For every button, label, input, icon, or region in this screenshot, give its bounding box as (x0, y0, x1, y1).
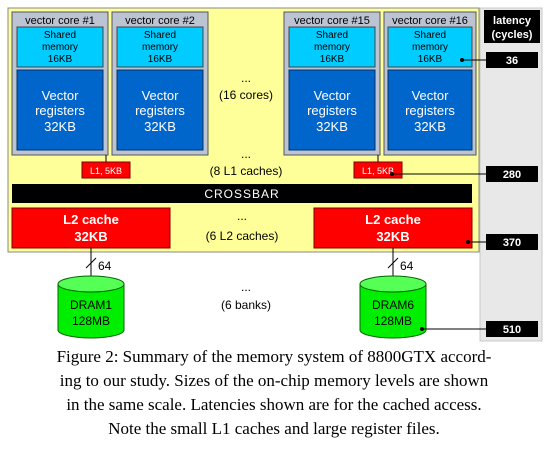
svg-text:32KB: 32KB (376, 229, 409, 244)
svg-text:32KB: 32KB (414, 119, 446, 134)
svg-text:registers: registers (135, 103, 185, 118)
latency-l2: 370 (486, 234, 538, 250)
svg-text:510: 510 (503, 324, 521, 336)
cores-count-note: (16 cores) (219, 88, 273, 102)
shared-memory (116, 26, 204, 68)
svg-text:registers: registers (405, 103, 455, 118)
caption-line: Note the small L1 caches and large regis… (108, 419, 440, 438)
l2-ellipsis: ... (237, 209, 247, 223)
cores-ellipsis: ... (241, 71, 251, 85)
svg-text:128MB: 128MB (72, 314, 110, 328)
svg-text:memory: memory (42, 42, 78, 53)
svg-text:registers: registers (307, 103, 357, 118)
svg-text:36: 36 (506, 55, 518, 67)
svg-text:370: 370 (503, 237, 521, 249)
core-title: vector core #15 (294, 15, 370, 27)
shared-memory (288, 26, 376, 68)
svg-text:Vector: Vector (42, 88, 80, 103)
crossbar-label: CROSSBAR (204, 187, 279, 201)
l2-cache-left: L2 cache 32KB (11, 207, 171, 249)
svg-text:16KB: 16KB (320, 54, 345, 65)
bus-right-slash (387, 257, 399, 269)
svg-text:32KB: 32KB (316, 119, 348, 134)
svg-text:DRAM6: DRAM6 (372, 298, 414, 312)
l2-cache-right: L2 cache 32KB (313, 207, 473, 249)
svg-text:L1, 5KB: L1, 5KB (362, 166, 394, 176)
svg-text:Vector: Vector (314, 88, 352, 103)
svg-text:Shared: Shared (44, 30, 76, 41)
core-title: vector core #1 (25, 15, 95, 27)
caption-line: Figure 2: Summary of the memory system o… (56, 347, 492, 366)
latency-dot-shared (460, 58, 464, 62)
vector-registers (288, 69, 376, 151)
dram-bank-1: DRAM1 128MB (57, 275, 125, 339)
bus-left-slash (85, 257, 97, 269)
dram-ellipsis: ... (241, 280, 251, 294)
shared-memory (16, 26, 104, 68)
svg-text:16KB: 16KB (418, 54, 443, 65)
svg-text:registers: registers (35, 103, 85, 118)
svg-text:16KB: 16KB (148, 54, 173, 65)
dram-bank-6: DRAM6 128MB (359, 275, 427, 339)
svg-text:L2 cache: L2 cache (63, 212, 119, 227)
vector-core-1: vector core #1 Shared memory 16KB Vector… (11, 11, 109, 156)
svg-text:memory: memory (314, 42, 350, 53)
latency-header (484, 10, 540, 43)
svg-text:Vector: Vector (142, 88, 180, 103)
caption-line: ing to our study. Sizes of the on-chip m… (59, 371, 489, 390)
svg-text:128MB: 128MB (374, 314, 412, 328)
latency-title: latency (493, 15, 532, 27)
svg-text:Vector: Vector (412, 88, 450, 103)
vector-registers (16, 69, 104, 151)
latency-shared-memory: 36 (486, 52, 538, 68)
crossbar (12, 184, 472, 203)
svg-text:16KB: 16KB (48, 54, 73, 65)
svg-text:memory: memory (412, 42, 448, 53)
bus-width-left: 64 (98, 259, 112, 273)
l1-ellipsis: ... (241, 147, 251, 161)
vector-core-15: vector core #15 Shared memory 16KB Vecto… (283, 11, 381, 156)
svg-text:Shared: Shared (316, 30, 348, 41)
core-title: vector core #2 (125, 15, 195, 27)
svg-text:280: 280 (503, 169, 521, 181)
l1-cache-right: L1, 5KB (353, 161, 403, 179)
shared-memory (387, 26, 473, 68)
vector-core-16: vector core #16 Shared memory 16KB Vecto… (383, 11, 477, 156)
vector-registers (387, 69, 473, 151)
latency-dot-l2 (466, 240, 470, 244)
vector-core-2: vector core #2 Shared memory 16KB Vector… (111, 11, 209, 156)
svg-text:memory: memory (142, 42, 178, 53)
l1-count-note: (8 L1 caches) (210, 164, 283, 178)
svg-text:32KB: 32KB (144, 119, 176, 134)
dram-count-note: (6 banks) (221, 298, 271, 312)
latency-dot-l1 (390, 172, 394, 176)
svg-text:32KB: 32KB (44, 119, 76, 134)
latency-dram: 510 (486, 321, 538, 337)
svg-text:L2 cache: L2 cache (365, 212, 421, 227)
caption-line: in the same scale. Latencies shown are f… (66, 395, 482, 414)
svg-text:Shared: Shared (414, 30, 446, 41)
core-title: vector core #16 (392, 15, 468, 27)
figure-caption: Figure 2: Summary of the memory system o… (4, 345, 544, 441)
svg-text:Shared: Shared (144, 30, 176, 41)
vector-registers (116, 69, 204, 151)
latency-l1: 280 (486, 166, 538, 182)
svg-text:32KB: 32KB (74, 229, 107, 244)
l1-cache-left: L1, 5KB (81, 161, 131, 179)
latency-dot-dram (420, 327, 424, 331)
bus-width-right: 64 (400, 259, 414, 273)
svg-text:DRAM1: DRAM1 (70, 298, 112, 312)
svg-text:L1, 5KB: L1, 5KB (90, 166, 122, 176)
l2-count-note: (6 L2 caches) (206, 229, 279, 243)
latency-unit: (cycles) (492, 29, 533, 41)
